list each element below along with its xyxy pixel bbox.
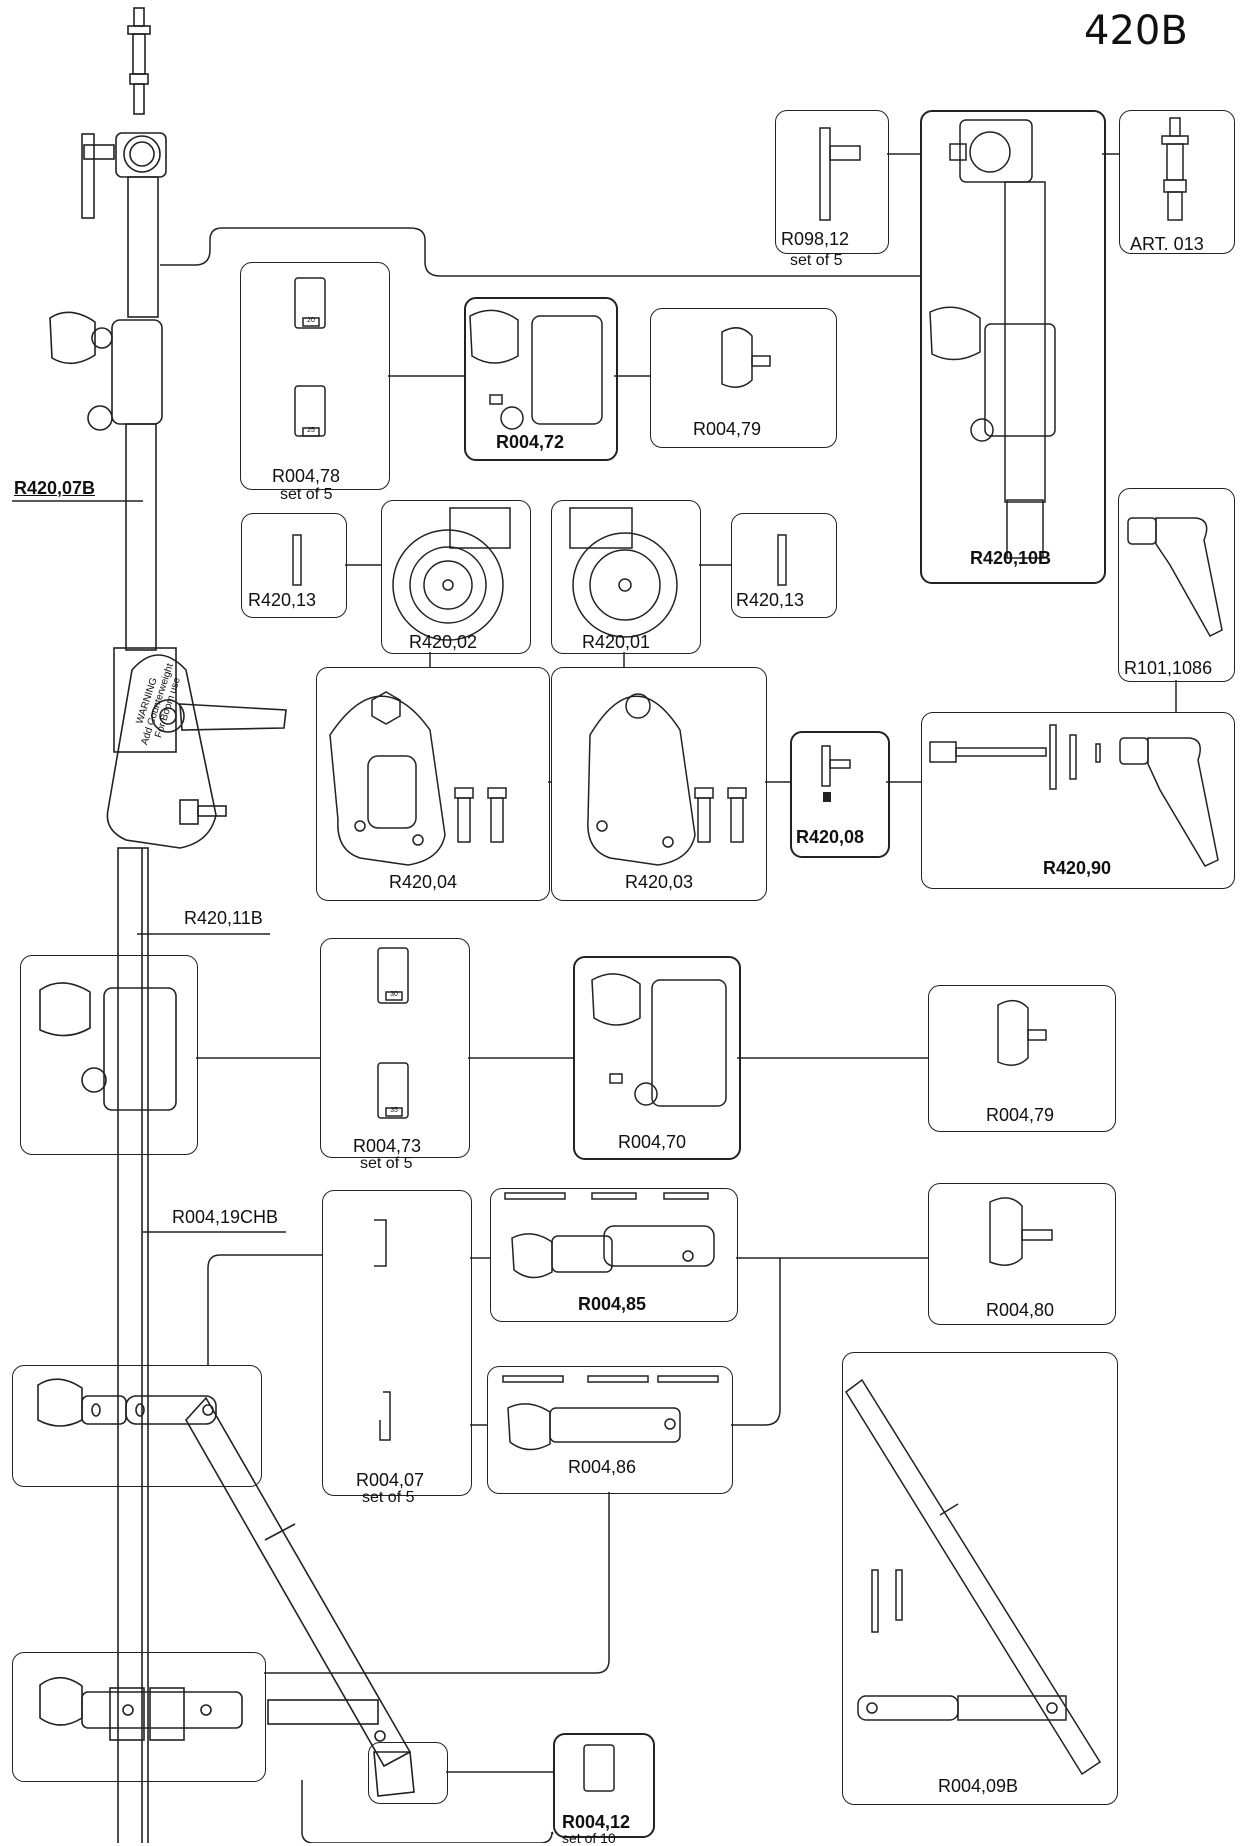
- part-box-r420-13-right[interactable]: [731, 513, 837, 618]
- main-stand-drawing: [37, 7, 415, 1843]
- part-box-base-clamp[interactable]: [12, 1652, 266, 1782]
- part-box-foot-cap[interactable]: [368, 1742, 448, 1804]
- part-box-r420-03[interactable]: [551, 667, 767, 901]
- label-r420-02: R420,02: [409, 632, 478, 652]
- label-r420-07b: R420,07B: [14, 478, 96, 498]
- model-number: 420B: [1084, 8, 1188, 54]
- tag-30: 30: [390, 991, 398, 998]
- label-r004-73: R004,73: [353, 1136, 422, 1156]
- label-r420-01: R420,01: [582, 632, 651, 652]
- label-r420-04: R420,04: [389, 872, 458, 892]
- label-r420-90: R420,90: [1043, 858, 1112, 878]
- label-r420-10b: R420,10B: [970, 548, 1052, 568]
- note-r004-12: set of 10: [562, 1830, 616, 1846]
- part-box-r004-12[interactable]: [553, 1733, 655, 1838]
- part-box-r420-01[interactable]: [551, 500, 701, 654]
- label-r004-80: R004,80: [986, 1300, 1055, 1320]
- label-r420-03: R420,03: [625, 872, 694, 892]
- part-box-clamp-mid[interactable]: [20, 955, 198, 1155]
- label-r004-78: R004,78: [272, 466, 341, 486]
- part-box-r420-10b[interactable]: [920, 110, 1106, 584]
- part-box-r004-73[interactable]: [320, 938, 470, 1158]
- part-box-r098-12[interactable]: [775, 110, 889, 254]
- label-r420-13-left: R420,13: [248, 590, 317, 610]
- label-r004-85: R004,85: [578, 1294, 647, 1314]
- label-r098-12: R098,12: [781, 229, 850, 249]
- part-sketches: [292, 117, 1223, 1792]
- label-r004-70: R004,70: [618, 1132, 687, 1152]
- part-box-r004-85[interactable]: [490, 1188, 738, 1322]
- label-r004-72: R004,72: [496, 432, 565, 452]
- tag-20: 20: [307, 317, 315, 324]
- label-r420-13-right: R420,13: [736, 590, 805, 610]
- label-r004-79-mid: R004,79: [986, 1105, 1055, 1125]
- r098-12-sketch: [819, 127, 831, 221]
- part-box-r004-86[interactable]: [487, 1366, 733, 1494]
- part-box-art-013[interactable]: [1119, 110, 1235, 254]
- small-fills: [823, 792, 831, 802]
- part-box-r004-72[interactable]: [464, 297, 618, 461]
- tag-25: 25: [307, 427, 315, 434]
- note-r098-12: set of 5: [790, 252, 843, 269]
- part-box-r004-09b[interactable]: [842, 1352, 1118, 1805]
- part-box-r420-02[interactable]: [381, 500, 531, 654]
- label-r004-86: R004,86: [568, 1457, 637, 1477]
- part-box-r420-08[interactable]: [790, 731, 890, 858]
- part-box-r420-90[interactable]: [921, 712, 1235, 889]
- part-box-boom-clamp[interactable]: [12, 1365, 262, 1487]
- part-box-r004-80[interactable]: [928, 1183, 1116, 1325]
- connector-lines: [12, 153, 1177, 1843]
- label-r420-11b: R420,11B: [184, 908, 263, 928]
- part-box-r004-79-top[interactable]: [650, 308, 837, 448]
- note-r004-07: set of 5: [362, 1489, 415, 1506]
- note-r004-78: set of 5: [280, 486, 333, 503]
- part-box-r004-07[interactable]: [322, 1190, 472, 1496]
- label-r004-79-top: R004,79: [693, 419, 762, 439]
- part-box-r420-04[interactable]: [316, 667, 550, 901]
- part-box-r004-79-mid[interactable]: [928, 985, 1116, 1132]
- label-r101-1086: R101,1086: [1124, 658, 1213, 678]
- note-r004-73: set of 5: [360, 1155, 413, 1172]
- label-r004-19chb: R004,19CHB: [172, 1207, 279, 1227]
- label-r420-08: R420,08: [796, 827, 865, 847]
- label-r004-12: R004,12: [562, 1812, 631, 1832]
- label-r004-09b: R004,09B: [938, 1776, 1019, 1796]
- label-r004-07: R004,07: [356, 1470, 425, 1490]
- tag-35: 35: [390, 1107, 398, 1114]
- label-art-013: ART. 013: [1130, 234, 1204, 254]
